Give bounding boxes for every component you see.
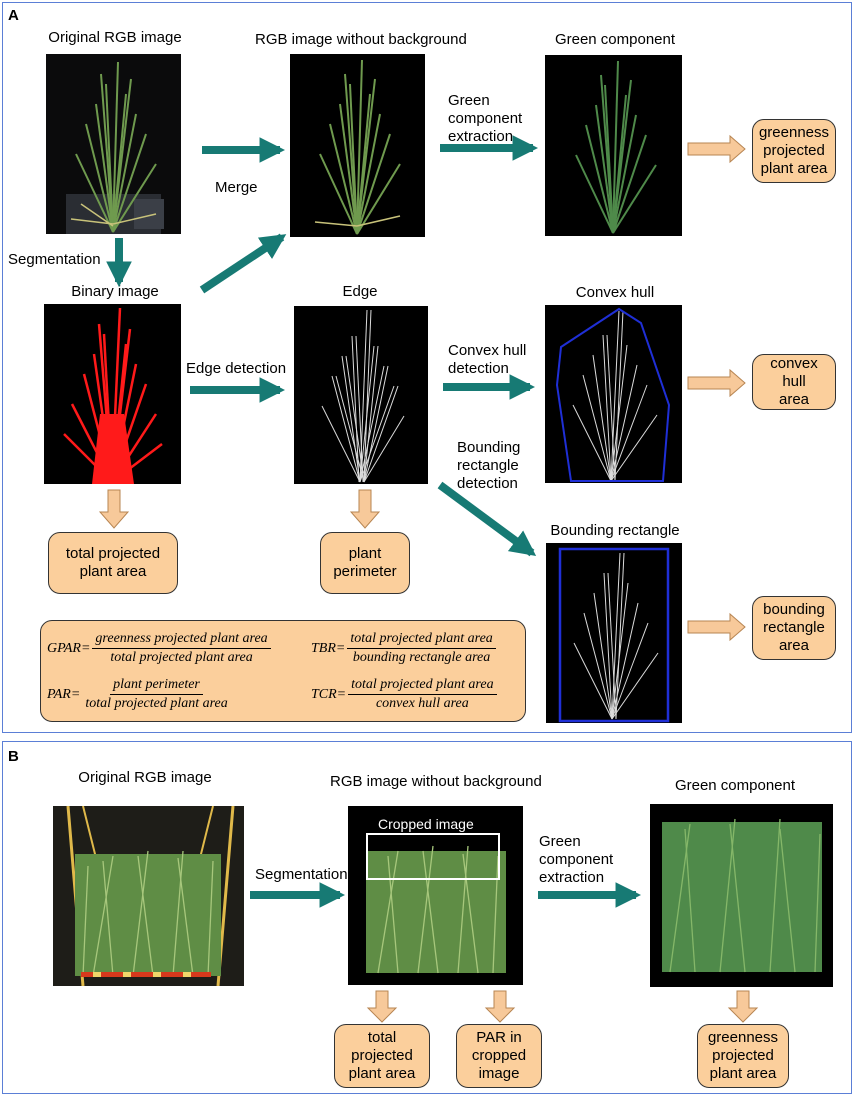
label-merge: Merge (215, 179, 258, 196)
panel-b-label: B (8, 748, 19, 765)
caption-rgb-no-background: RGB image without background (255, 31, 467, 48)
label-bounding-detection: Bounding rectangle detection (457, 439, 521, 492)
green-component-image (545, 55, 682, 236)
caption-green-component: Green component (554, 31, 676, 48)
label-edge-detection: Edge detection (186, 360, 287, 377)
caption-green-component-b: Green component (674, 777, 796, 794)
caption-convex-hull: Convex hull (575, 284, 655, 301)
edge-image (294, 306, 428, 484)
panel-a-label: A (8, 7, 19, 24)
original-rgb-image-b (53, 806, 244, 986)
rgb-no-background-image (290, 54, 425, 237)
bounding-rectangle-image (546, 543, 682, 723)
rgb-no-background-image-b (348, 806, 523, 985)
label-segmentation-a: Segmentation (8, 251, 101, 268)
caption-binary-image: Binary image (71, 283, 159, 300)
label-green-extraction-a: Green component extraction (448, 92, 523, 145)
caption-bounding-rectangle: Bounding rectangle (550, 522, 680, 539)
convex-hull-image (545, 305, 682, 483)
caption-original-rgb-b: Original RGB image (78, 769, 212, 786)
caption-original-rgb: Original RGB image (48, 29, 182, 46)
green-component-image-b (650, 804, 833, 987)
caption-rgb-no-background-b: RGB image without background (330, 773, 542, 790)
binary-image (44, 304, 181, 484)
caption-edge: Edge (342, 283, 378, 300)
label-segmentation-b: Segmentation (255, 866, 348, 883)
original-rgb-image (46, 54, 181, 234)
label-convex-hull-detection: Convex hull detection (448, 342, 527, 377)
label-green-extraction-b: Green component extraction (539, 833, 614, 886)
caption-cropped-image: Cropped image (378, 816, 474, 832)
